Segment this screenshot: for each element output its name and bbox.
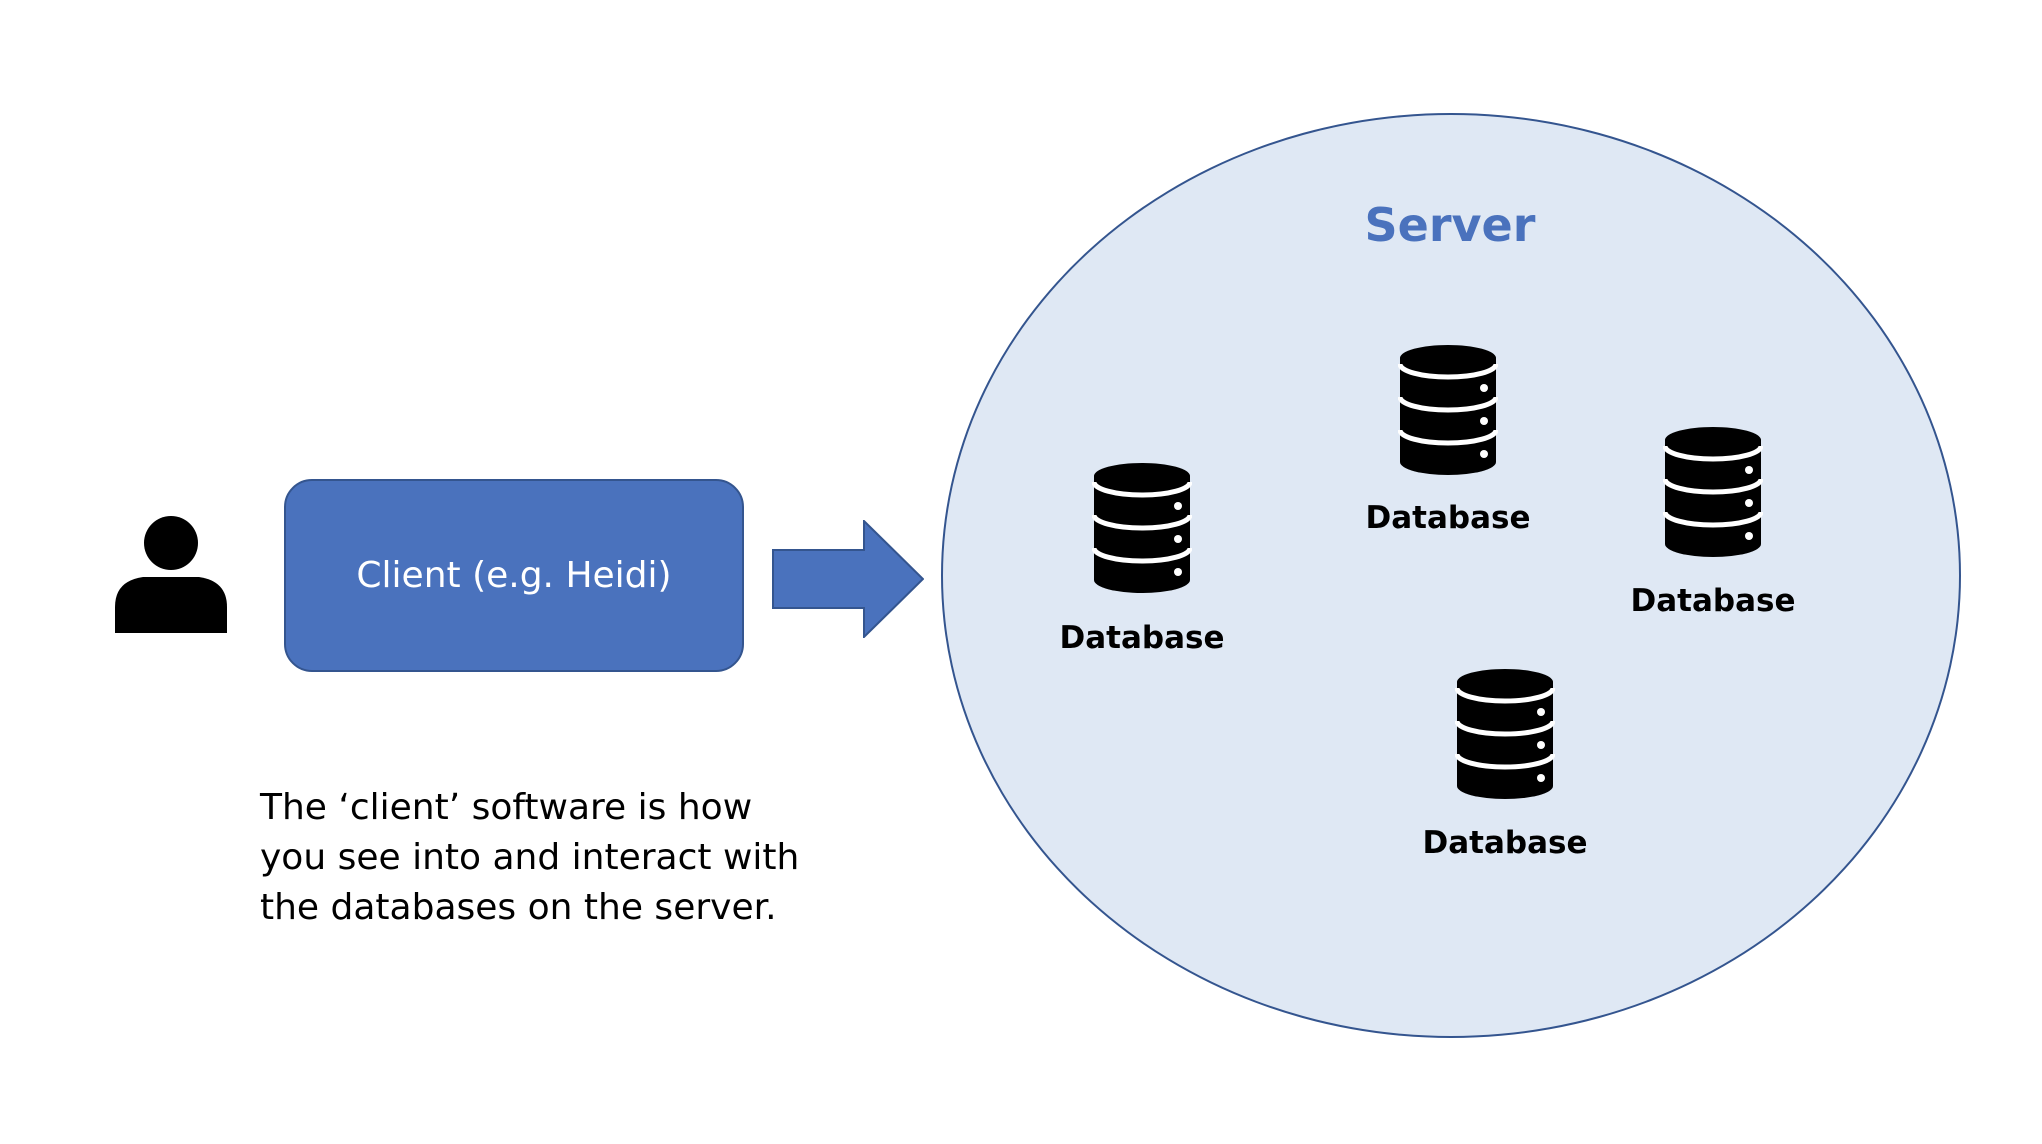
database-icon	[1663, 426, 1763, 558]
database-label: Database	[1630, 583, 1796, 619]
description-line: The ‘client’ software is how	[260, 787, 753, 828]
database-label: Database	[1059, 620, 1225, 656]
database-icon	[1398, 344, 1498, 476]
database-icon	[1455, 668, 1555, 800]
database-label: Database	[1365, 500, 1531, 536]
server-title: Server	[1364, 198, 1536, 252]
client-label: Client (e.g. Heidi)	[356, 555, 672, 596]
description-line: the databases on the server.	[260, 887, 777, 928]
database-icon	[1092, 462, 1192, 594]
person-icon	[115, 516, 227, 633]
client-box: Client (e.g. Heidi)	[284, 479, 744, 672]
description-text: The ‘client’ software is how you see int…	[260, 783, 820, 933]
right-arrow-icon	[772, 520, 924, 638]
description-line: you see into and interact with	[260, 837, 800, 878]
database-label: Database	[1422, 825, 1588, 861]
